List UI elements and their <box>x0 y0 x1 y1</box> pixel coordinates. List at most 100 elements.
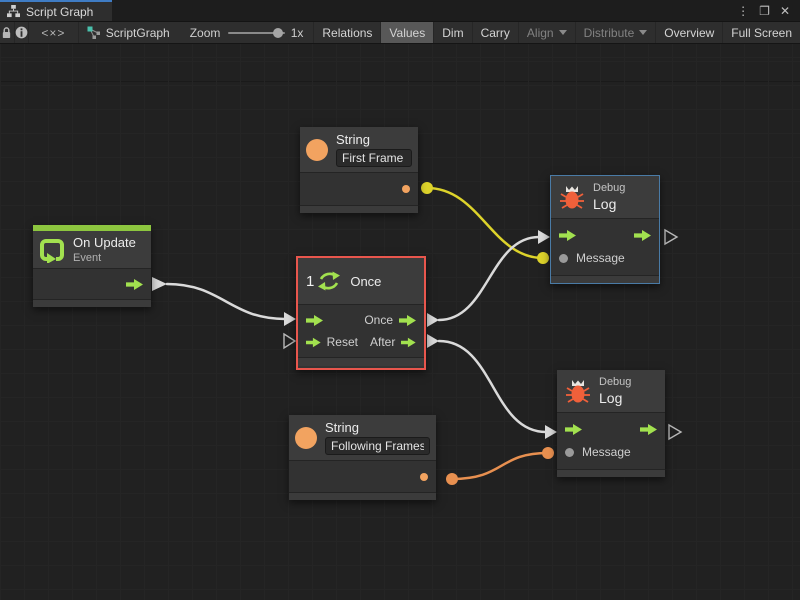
node-footer <box>298 357 424 366</box>
node-debug-log-top[interactable]: Debug Log Message <box>550 175 660 284</box>
lock-icon <box>3 27 11 38</box>
once-port-label: Once <box>364 313 393 327</box>
reset-control-input-port[interactable] <box>306 337 321 348</box>
node-body <box>33 268 151 299</box>
edge-once-after-to-debug-bottom[interactable] <box>427 334 557 439</box>
zoom-slider-handle[interactable] <box>272 27 283 38</box>
node-category: Debug <box>593 182 626 194</box>
edge-string-first-to-debug-message[interactable] <box>421 182 549 264</box>
debug-bug-icon <box>566 380 590 403</box>
reset-port-label: Reset <box>326 335 358 349</box>
toolbar-button-dim[interactable]: Dim <box>433 22 471 43</box>
edges-layer <box>152 182 683 485</box>
graph-selector[interactable]: ScriptGraph <box>79 22 178 43</box>
message-port-label: Message <box>582 445 631 459</box>
more-options-icon[interactable]: ⋮ <box>737 3 750 18</box>
node-title: String <box>325 420 359 435</box>
node-title: Once <box>350 273 382 289</box>
node-debug-log-bottom[interactable]: Debug Log Message <box>557 370 665 477</box>
toolbar-button-values[interactable]: Values <box>380 22 434 43</box>
debug-top-exit-outer-port-icon[interactable] <box>664 228 679 246</box>
after-port-label: After <box>370 335 396 349</box>
node-header[interactable]: String <box>300 127 418 172</box>
string-value-input[interactable] <box>336 149 412 167</box>
node-header[interactable]: On Update Event <box>33 231 151 268</box>
string-type-icon <box>295 426 317 449</box>
node-header[interactable]: String <box>289 415 436 460</box>
zoom-slider[interactable] <box>228 22 285 43</box>
graph-canvas[interactable]: String On Update Event <box>0 44 800 600</box>
zoom-label: Zoom <box>189 25 221 40</box>
button-label: Relations <box>322 25 373 40</box>
lock-button[interactable] <box>0 22 15 43</box>
info-icon <box>15 26 28 39</box>
button-label: Full Screen <box>731 25 792 40</box>
string-output-port[interactable] <box>402 185 410 193</box>
graph-name-label: ScriptGraph <box>105 25 170 40</box>
toolbar-button-relations[interactable]: Relations <box>313 22 380 43</box>
zoom-slider-track[interactable] <box>228 31 285 34</box>
node-string-following-frames[interactable]: String <box>289 415 436 500</box>
enter-control-input-port[interactable] <box>306 314 323 326</box>
toolbar-button-align[interactable]: Align <box>517 22 575 43</box>
once-reset-outer-port-icon[interactable] <box>283 332 297 350</box>
edge-onupdate-to-once[interactable] <box>152 277 296 326</box>
button-label: Values <box>389 25 426 40</box>
message-input-port[interactable] <box>559 253 568 263</box>
control-output-port[interactable] <box>126 278 143 290</box>
node-on-update[interactable]: On Update Event <box>33 225 151 307</box>
dropdown-caret-icon <box>558 30 567 35</box>
node-body: Once Reset After <box>298 304 424 357</box>
control-input-port[interactable] <box>565 423 582 435</box>
node-body: Message <box>557 412 665 469</box>
button-label: Distribute <box>583 25 635 40</box>
close-icon[interactable]: ✕ <box>779 3 790 18</box>
edge-string-following-to-debug-message[interactable] <box>446 447 554 485</box>
string-output-port[interactable] <box>420 472 428 481</box>
title-bar: Script Graph ⋮ ❐ ✕ <box>0 0 800 22</box>
edge-once-to-debug-top[interactable] <box>427 230 550 327</box>
toolbar-button-distribute[interactable]: Distribute <box>574 22 656 43</box>
node-footer <box>557 469 665 477</box>
code-preview-button[interactable]: <×> <box>29 22 79 43</box>
debug-bug-icon <box>560 186 584 209</box>
button-label: Dim <box>442 25 464 40</box>
string-type-icon <box>306 138 328 161</box>
toolbar-button-overview[interactable]: Overview <box>655 22 722 43</box>
info-button[interactable] <box>15 22 30 43</box>
node-once[interactable]: 1 Once Once <box>296 256 426 370</box>
node-category: Debug <box>599 376 632 388</box>
control-output-port[interactable] <box>640 423 657 435</box>
node-footer <box>289 492 436 500</box>
node-footer <box>33 299 151 307</box>
control-output-port[interactable] <box>634 229 651 241</box>
string-value-input[interactable] <box>325 437 430 455</box>
node-footer <box>300 205 418 213</box>
on-update-loop-icon <box>40 238 64 263</box>
once-cycle-icon <box>318 271 341 291</box>
after-control-output-port[interactable] <box>401 337 416 348</box>
graph-hierarchy-icon <box>7 5 20 18</box>
node-title: String <box>336 132 370 147</box>
node-header[interactable]: 1 Once <box>298 258 424 304</box>
zoom-value: 1x <box>290 25 304 40</box>
node-string-first-frame[interactable]: String <box>300 127 418 213</box>
message-input-port[interactable] <box>565 447 574 457</box>
node-header[interactable]: Debug Log <box>551 176 659 218</box>
node-body <box>289 460 436 492</box>
once-control-output-port[interactable] <box>399 314 416 326</box>
node-header[interactable]: Debug Log <box>557 370 665 412</box>
tab-script-graph[interactable]: Script Graph <box>0 0 112 21</box>
node-footer <box>551 275 659 283</box>
script-graph-node-icon <box>87 26 100 39</box>
debug-bottom-exit-outer-port-icon[interactable] <box>668 423 683 441</box>
node-title: Log <box>599 390 623 406</box>
node-title: Log <box>593 196 617 212</box>
maximize-icon[interactable]: ❐ <box>759 3 770 18</box>
toolbar-button-full-screen[interactable]: Full Screen <box>722 22 800 43</box>
tab-title: Script Graph <box>26 4 94 19</box>
control-input-port[interactable] <box>559 229 576 241</box>
toolbar-button-carry[interactable]: Carry <box>471 22 518 43</box>
dropdown-caret-icon <box>639 30 648 35</box>
